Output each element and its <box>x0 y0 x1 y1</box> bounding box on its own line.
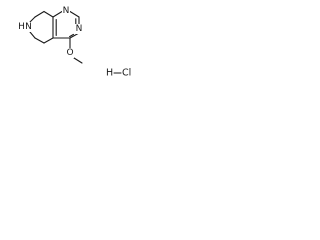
methoxy-bonds <box>69 37 83 64</box>
salt-cl-label: Cl <box>122 68 131 79</box>
atom-n3-label: N <box>76 24 83 34</box>
bond-o-ch3 <box>73 57 83 64</box>
salt-h-label: H <box>106 68 113 79</box>
bond-n3-c4-double <box>69 33 75 38</box>
bond-n1-c2 <box>69 10 80 18</box>
bond-n6-c5 <box>29 31 36 39</box>
atom-labels: N N H N O <box>18 6 83 58</box>
chemical-structure-diagram: N N H N O H Cl <box>18 6 131 79</box>
bond-c5-c4a <box>34 37 45 44</box>
bond-c8a-n1 <box>52 10 63 18</box>
atom-nh-n-label: N <box>25 22 32 32</box>
atom-nh-h-label: H <box>18 22 25 32</box>
bond-c4a-junction <box>43 37 54 44</box>
hydrochloride-salt: H Cl <box>106 68 131 79</box>
atom-n1-label: N <box>63 6 70 16</box>
atom-o-label: O <box>66 48 73 58</box>
bond-c7-n6 <box>29 16 36 23</box>
piperidine-ring-bonds <box>29 10 54 44</box>
bond-c8a-c8 <box>43 10 54 18</box>
bond-c8-c7 <box>34 10 45 18</box>
